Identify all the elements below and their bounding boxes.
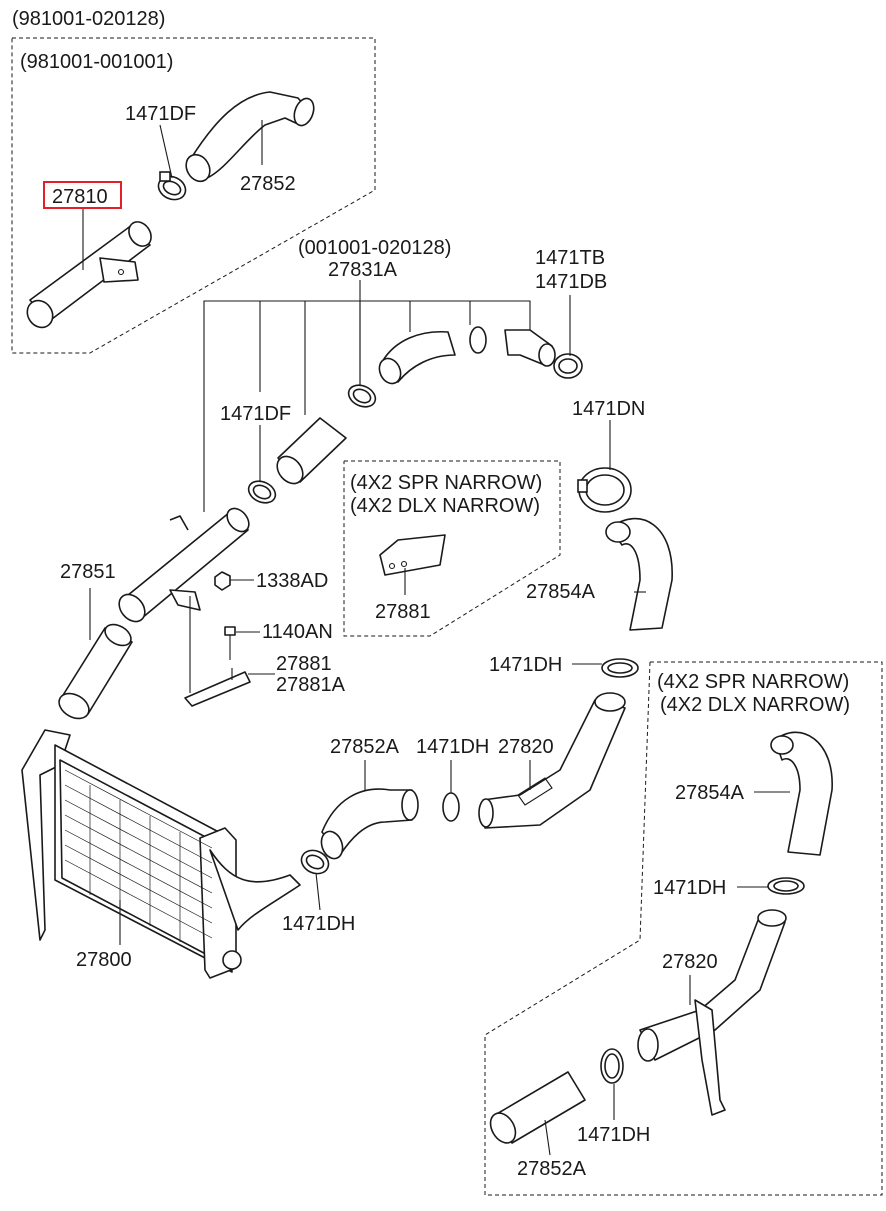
pipe-27820-mid-drawing	[478, 692, 626, 829]
clamp-1471DH-bottom	[600, 1048, 624, 1084]
variant-note-right-1: (4X2 SPR NARROW)	[657, 671, 849, 693]
clamp-1471DH-mid	[601, 658, 639, 678]
variant-note-middle-2: (4X2 DLX NARROW)	[350, 495, 540, 517]
part-label-27851[interactable]: 27851	[60, 561, 116, 583]
header-bracket-lines	[203, 300, 531, 512]
part-label-27800[interactable]: 27800	[76, 949, 132, 971]
group-box-middle-variant	[343, 460, 561, 637]
highlight-box-27810	[43, 181, 122, 209]
part-label-27854A-mid[interactable]: 27854A	[526, 581, 596, 603]
part-label-27810[interactable]: 27810	[52, 186, 108, 208]
part-label-1471DH-a[interactable]: 1471DH	[489, 654, 562, 676]
group-box-981001-001001	[11, 37, 376, 354]
part-label-1338AD[interactable]: 1338AD	[256, 570, 328, 592]
variant-note-right-2: (4X2 DLX NARROW)	[660, 694, 850, 716]
part-label-1471DH-b[interactable]: 1471DH	[416, 736, 489, 758]
leader-lines	[82, 120, 790, 1156]
hose-27852A-mid-drawing	[320, 788, 419, 860]
hose-1471DF-mid-drawing	[247, 417, 347, 504]
date-range-pipe: (001001-020128)	[298, 237, 451, 259]
part-label-1471DN[interactable]: 1471DN	[572, 398, 645, 420]
part-label-27881[interactable]: 27881	[276, 653, 332, 675]
part-label-27881A[interactable]: 27881A	[276, 674, 346, 696]
hose-27854A-mid-drawing	[605, 517, 673, 631]
clamp-27831A	[347, 326, 583, 408]
part-label-1140AN[interactable]: 1140AN	[262, 621, 333, 643]
hose-27854A-right-drawing	[770, 731, 833, 856]
part-label-27854A-right[interactable]: 27854A	[675, 782, 745, 804]
clamp-1471DF-top	[157, 171, 187, 201]
bolt-1140AN-drawing	[224, 626, 236, 660]
clamp-1471DH-right	[767, 877, 805, 895]
pipe-27820-right-drawing	[637, 909, 787, 1116]
clamp-1471DH-lower	[300, 792, 460, 875]
hose-27851-drawing	[58, 623, 133, 720]
part-label-1471DH-c[interactable]: 1471DH	[653, 877, 726, 899]
part-label-27852A-mid[interactable]: 27852A	[330, 736, 400, 758]
bracket-27881-drawing	[184, 668, 251, 707]
group-box-right-variant	[484, 661, 883, 1196]
date-range-inner: (981001-001001)	[20, 51, 173, 73]
pipe-main-drawing	[118, 507, 250, 623]
hose-27831A-drawing	[378, 329, 556, 385]
part-label-1471DF-top[interactable]: 1471DF	[125, 103, 196, 125]
date-range-outer: (981001-020128)	[12, 8, 165, 30]
part-label-1471TB[interactable]: 1471TB	[535, 247, 605, 269]
part-label-27831A[interactable]: 27831A	[328, 259, 398, 281]
part-label-1471DH-e[interactable]: 1471DH	[577, 1124, 650, 1146]
part-label-27820-right[interactable]: 27820	[662, 951, 718, 973]
nut-1338AD-drawing	[214, 571, 231, 591]
intercooler-grid	[64, 769, 213, 942]
bracket-27881-box-drawing	[379, 534, 446, 576]
pipe-27852-drawing	[185, 91, 315, 183]
part-label-1471DF-mid[interactable]: 1471DF	[220, 403, 291, 425]
clamp-1471DN	[577, 467, 632, 513]
part-label-1471DH-d[interactable]: 1471DH	[282, 913, 355, 935]
pipe-27810-drawing	[26, 221, 152, 329]
intercooler-27800-drawing	[21, 729, 301, 979]
part-label-27820-mid[interactable]: 27820	[498, 736, 554, 758]
variant-note-middle-1: (4X2 SPR NARROW)	[350, 472, 542, 494]
hose-27852A-right-drawing	[489, 1071, 586, 1144]
part-label-1471DB[interactable]: 1471DB	[535, 271, 607, 293]
part-label-27881-box[interactable]: 27881	[375, 601, 431, 623]
part-label-27852A-right[interactable]: 27852A	[517, 1158, 587, 1180]
part-label-27852-top[interactable]: 27852	[240, 173, 296, 195]
